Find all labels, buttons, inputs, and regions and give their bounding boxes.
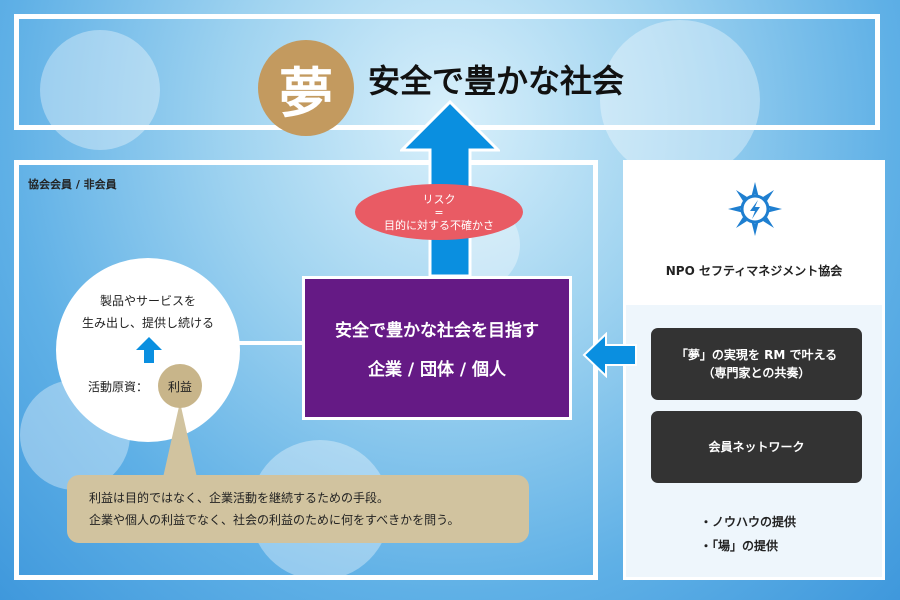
target-entity-line-2: 企業 / 団体 / 個人 xyxy=(367,360,507,380)
member-network-label: 会員ネットワーク xyxy=(708,440,805,454)
service-list: ・ノウハウの提供 ・「場」の提供 xyxy=(700,510,796,558)
activity-line-2: 生み出し、提供し続ける xyxy=(81,316,214,330)
small-up-arrow-icon xyxy=(136,337,162,363)
dream-title: 安全で豊かな社会 xyxy=(368,62,625,100)
risk-definition: リスク = 目的に対する不確かさ xyxy=(355,184,523,240)
member-frame xyxy=(14,160,598,580)
profit-callout: 利益は目的ではなく、企業活動を継続するための手段。 企業や個人の利益でなく、社会… xyxy=(67,475,529,543)
risk-line-3: 目的に対する不確かさ xyxy=(384,218,494,232)
service-item: ・ノウハウの提供 xyxy=(700,515,797,529)
dream-badge: 夢 xyxy=(258,40,354,136)
dream-realization-box: 「夢」の実現を RM で叶える （専門家との共奏） xyxy=(651,328,862,400)
callout-line-2: 企業や個人の利益でなく、社会の利益のために何をすべきかを問う。 xyxy=(89,513,460,527)
activity-text: 製品やサービスを 生み出し、提供し続ける xyxy=(56,290,240,334)
risk-line-2: = xyxy=(434,205,444,219)
connector-line xyxy=(238,341,304,345)
callout-pointer xyxy=(162,402,198,482)
bokeh-light xyxy=(600,20,760,180)
risk-line-1: リスク xyxy=(422,192,456,206)
bokeh-light xyxy=(40,30,160,150)
npo-name: NPO セフティマネジメント協会 xyxy=(665,264,843,278)
member-network-box: 会員ネットワーク xyxy=(651,411,862,483)
member-label: 協会会員 / 非会員 xyxy=(28,178,117,191)
activity-line-1: 製品やサービスを xyxy=(99,294,196,308)
dream-realization-line-2: （専門家との共奏） xyxy=(702,366,811,380)
left-arrow-icon xyxy=(582,332,637,378)
profit-badge: 利益 xyxy=(158,364,202,408)
compass-logo-icon xyxy=(728,182,782,236)
target-entity-box: 安全で豊かな社会を目指す 企業 / 団体 / 個人 xyxy=(302,276,572,420)
callout-line-1: 利益は目的ではなく、企業活動を継続するための手段。 xyxy=(89,491,390,505)
dream-realization-line-1: 「夢」の実現を RM で叶える xyxy=(675,348,838,362)
service-item: ・「場」の提供 xyxy=(700,539,779,553)
target-entity-line-1: 安全で豊かな社会を目指す xyxy=(335,321,539,341)
resource-label: 活動原資： xyxy=(88,380,149,394)
